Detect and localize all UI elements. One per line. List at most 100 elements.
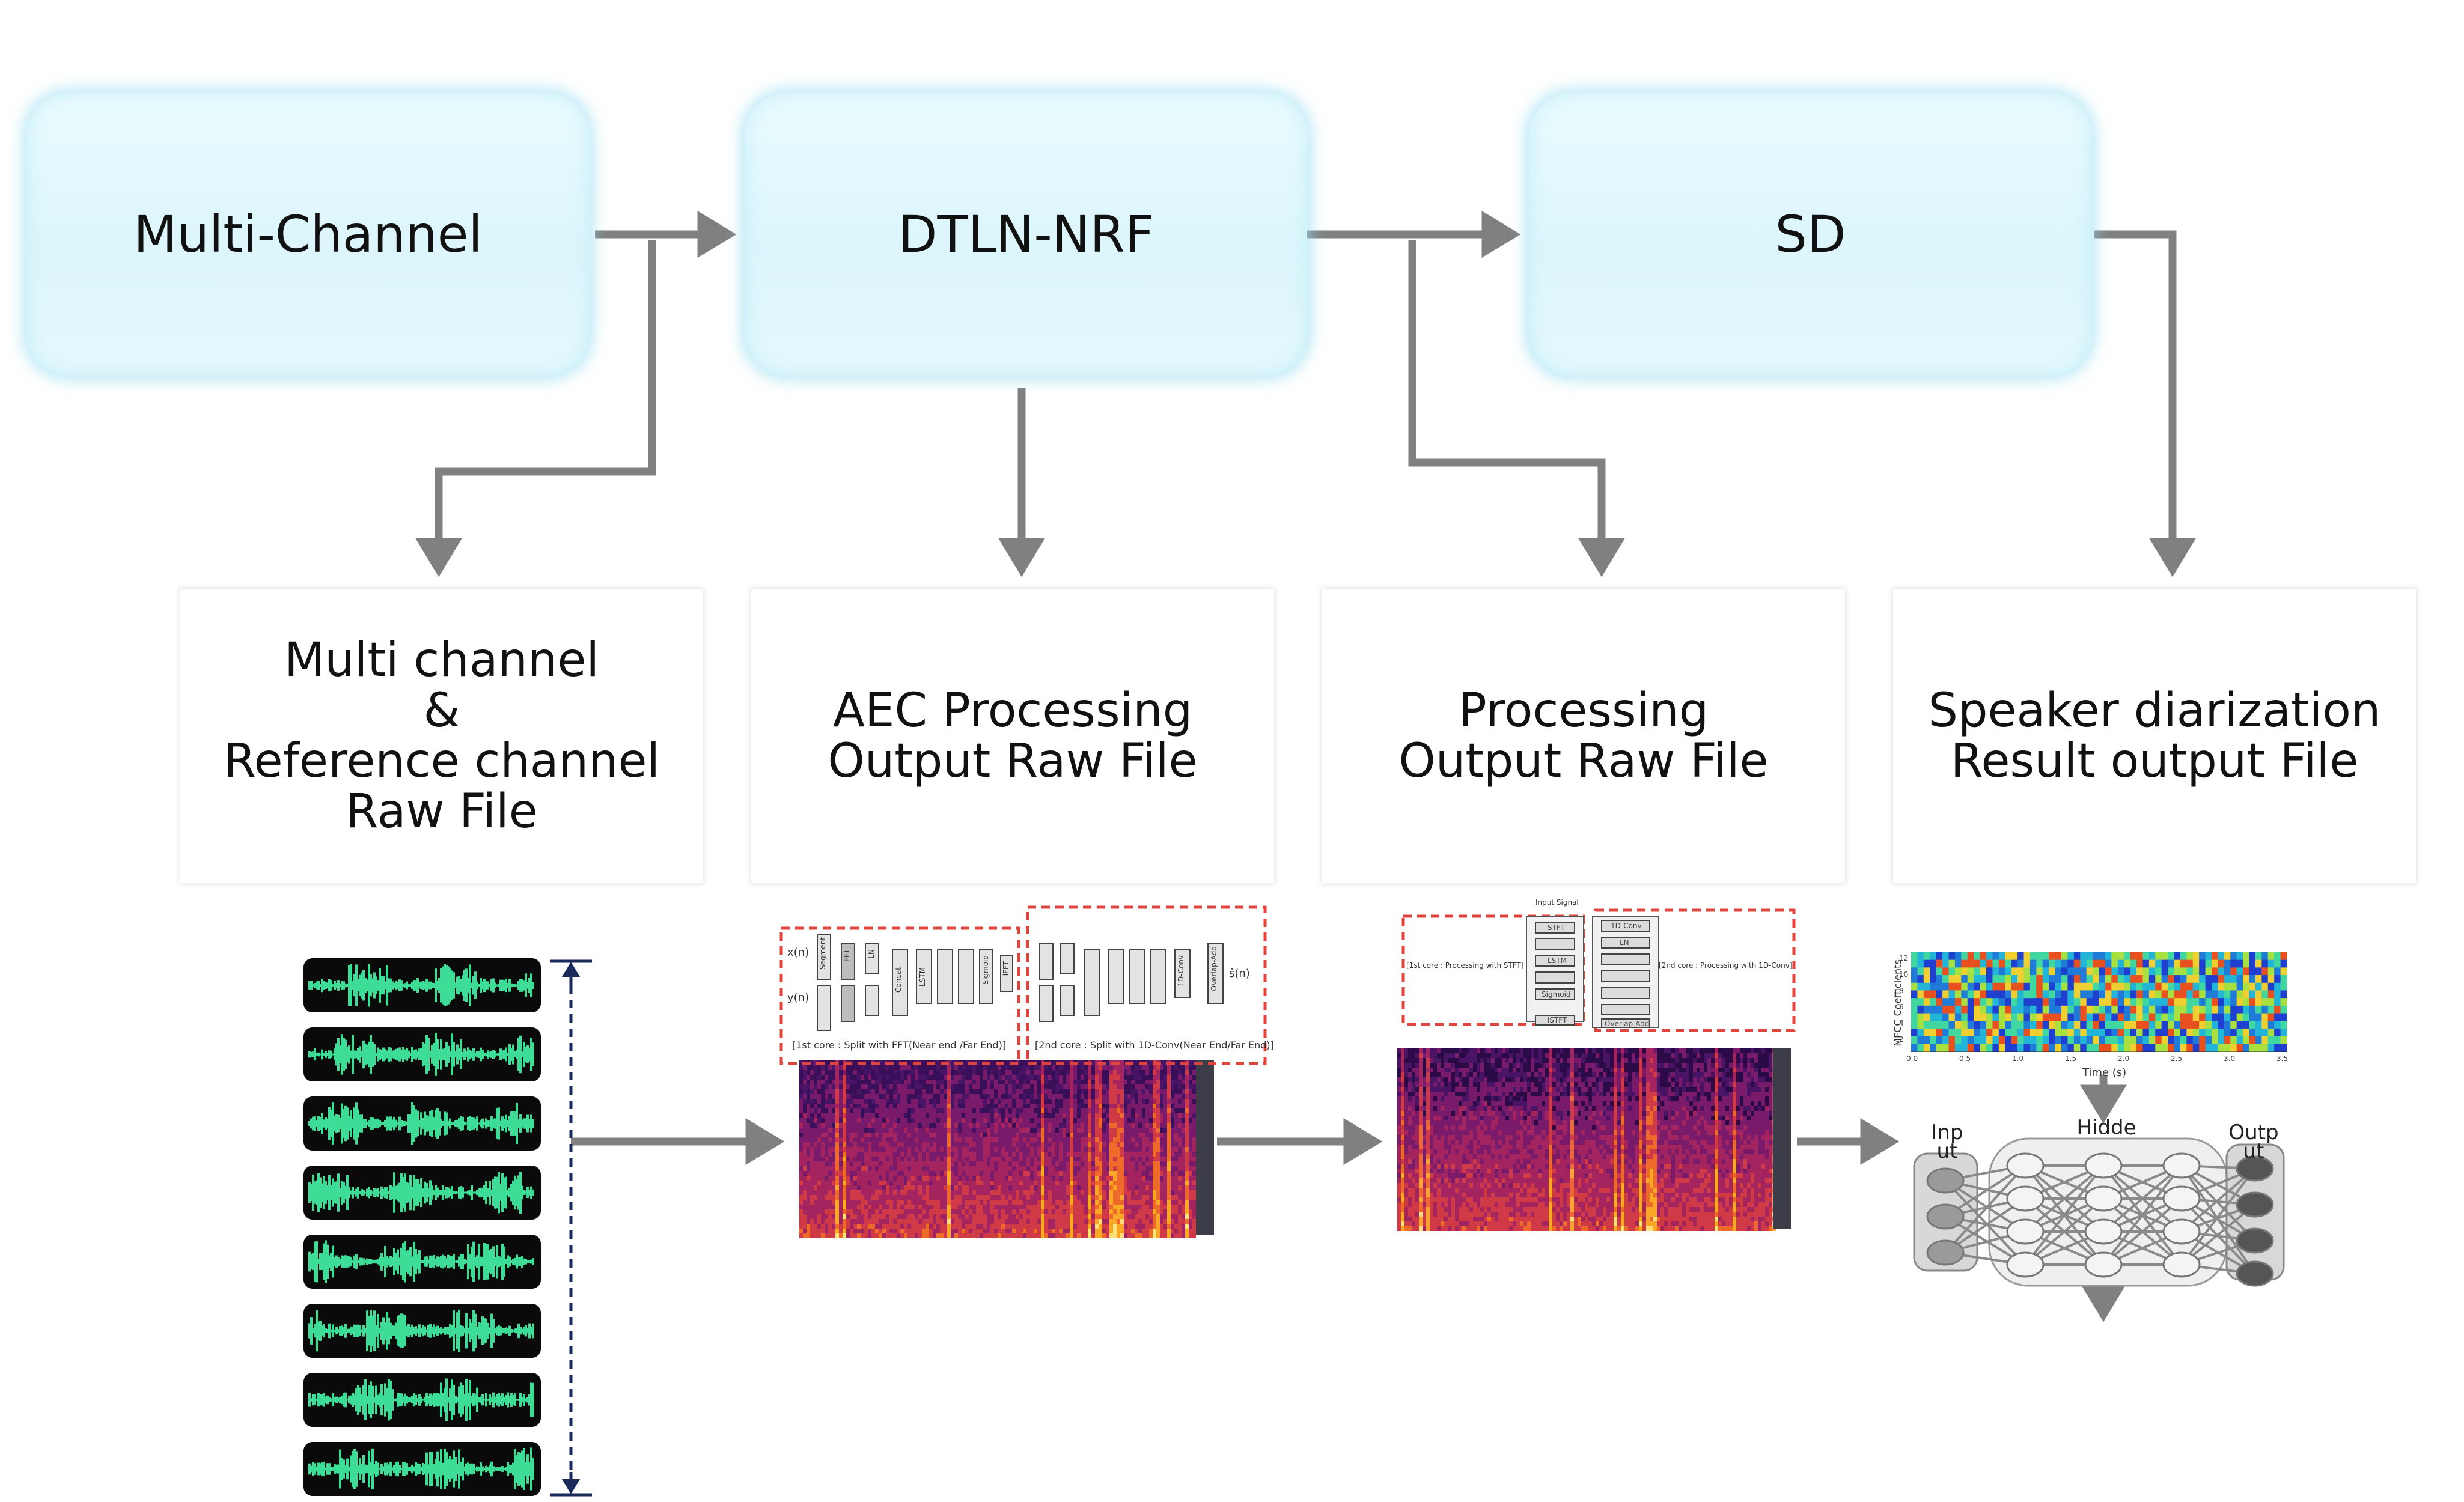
stage-dtln-nrf: DTLN-NRF [745,93,1307,376]
mfcc-xtick: 1.5 [2065,1054,2077,1063]
aec-block-segment: Segment [819,937,827,970]
mfcc-xtick: 0.5 [1959,1054,1971,1063]
aec-core2-caption: [2nd core : Split with 1D-Conv(Near End/… [1035,1039,1274,1051]
spectrogram-nrf [1397,1048,1791,1231]
nn-input-label-2: ut [1936,1139,1958,1163]
mfcc-xtick: 2.5 [2171,1054,2183,1063]
mfcc-ytick: 12 [1899,954,1909,962]
mfcc-xtick: 0.0 [1906,1054,1918,1063]
aec-block-fft: FFT [843,949,851,962]
nrf-core1-caption: [1st core : Processing with STFT] [1406,961,1524,970]
output4-line2: Result output File [1950,734,2359,788]
nn-node [2162,1251,2201,1278]
waveform-channel [308,1033,534,1076]
nn-node [2006,1152,2045,1179]
mfcc-ytick: 8 [1899,987,1904,995]
nn-node [2236,1155,2274,1182]
nn-output-label: Outp ut [2224,1120,2284,1163]
aec-block-diagram [779,905,1267,1065]
stage-multichannel-label: Multi-Channel [133,205,483,264]
output-box-sd: Speaker diarization Result output File [1893,589,2416,883]
output1-line4: Raw File [346,785,538,839]
waveform-stack [303,958,541,1496]
nn-node [2084,1251,2123,1278]
output1-line3: Reference channel [223,734,660,788]
stage-sd-label: SD [1775,205,1846,264]
mfcc-xlabel: Time (s) [2082,1066,2127,1079]
nn-node [2084,1218,2123,1245]
mfcc-ytick: 4 [1899,1019,1904,1027]
nn-node [2006,1251,2045,1278]
nn-input-label: Inp ut [1920,1120,1974,1163]
arrow-to-output-4 [2094,230,2196,577]
aec-block-sigmoid: Sigmoid [981,955,990,985]
aec-block-lstm: LSTM [918,967,927,987]
nn-node [2162,1218,2201,1245]
nn-node [2084,1152,2123,1179]
aec-output-s: ŝ(n) [1229,967,1250,980]
aec-input-y: y(n) [787,991,810,1004]
waveform-channel [308,1378,534,1421]
output3-line1: Processing [1458,683,1709,738]
output1-line1: Multi channel [284,633,600,687]
waveform-channel [308,1172,534,1214]
nn-input-label-1: Inp [1931,1120,1963,1145]
nn-hidden-label: Hidde [2076,1116,2136,1140]
stage-dtln-label: DTLN-NRF [898,205,1154,264]
aec-block-concat: Concat [894,967,903,993]
mfcc-xtick: 1.0 [2012,1054,2024,1063]
waveform-channel [308,964,534,1007]
mfcc-heatmap [1911,952,2287,1052]
output2-line2: Output Raw File [828,734,1198,788]
nn-output-label-1: Outp [2228,1120,2279,1145]
nn-node [2084,1185,2123,1212]
output4-line1: Speaker diarization [1928,683,2381,738]
channel-range-arrow [550,959,592,1497]
nn-node [2236,1191,2274,1218]
mfcc-ytick: 10 [1899,970,1909,979]
waveform-channel [308,1447,534,1491]
nrf-block-sigmoid: Sigmoid [1542,990,1571,999]
nrf-block-stft: STFT [1548,923,1565,932]
nrf-block-overlap: Overlap-Add [1605,1020,1650,1028]
aec-block-overlap: Overlap-Add [1210,946,1218,991]
aec-block-ifft: iFFT [1002,961,1010,976]
arrow-to-output-3 [1408,240,1625,577]
nn-node [2162,1152,2201,1179]
aec-core1-caption: [1st core : Split with FFT(Near end /Far… [792,1039,1007,1051]
arrow-to-output-1 [415,240,656,577]
nn-node [2006,1185,2045,1212]
stage-multichannel: Multi-Channel [27,93,589,376]
mfcc-xtick: 2.0 [2118,1054,2130,1063]
nn-node [1926,1239,1965,1266]
nn-node [2006,1218,2045,1245]
output-box-processing: Processing Output Raw File [1322,589,1845,883]
mfcc-ytick: 6 [1899,1003,1904,1011]
mfcc-xtick: 3.0 [2224,1054,2236,1063]
aec-input-x: x(n) [787,946,810,959]
nn-node [1926,1167,1965,1194]
stage-sd: SD [1529,93,2091,376]
aec-block-1dconv: 1D-Conv [1177,955,1185,987]
output2-line1: AEC Processing [832,683,1193,738]
waveform-channel [308,1309,534,1352]
nrf-block-istft: iSTFT [1548,1016,1567,1024]
nn-output-label-2: ut [2243,1139,2264,1163]
mfcc-xtick: 3.5 [2276,1054,2289,1063]
nn-node [1926,1203,1965,1230]
neural-network [1913,1137,2285,1287]
nrf-core2-caption: [2nd core : Processing with 1D-Conv] [1659,961,1793,970]
nrf-block-diagram [1401,908,1796,1032]
nrf-block-lstm: LSTM [1548,956,1567,965]
spectrogram-aec [799,1060,1214,1238]
output-box-aec: AEC Processing Output Raw File [751,589,1274,883]
nrf-input-signal: Input Signal [1535,898,1579,907]
output1-line2: & [423,683,460,738]
mfcc-ytick: 2 [1899,1035,1904,1044]
nn-node [2162,1185,2201,1212]
nn-node [2236,1260,2274,1287]
aec-block-ln: LN [867,949,876,959]
waveform-channel [308,1240,534,1283]
